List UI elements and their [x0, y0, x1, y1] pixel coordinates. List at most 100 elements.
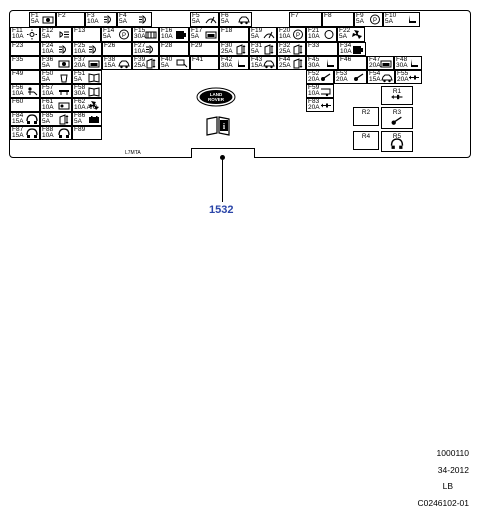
fuse-id: F52	[308, 70, 320, 77]
circle-p-icon: P	[369, 14, 381, 25]
fuse-id: F2	[58, 12, 66, 19]
window-icon	[264, 44, 274, 55]
circle-p-icon: P	[119, 29, 129, 40]
horn-icon	[26, 114, 38, 124]
fan-icon	[351, 29, 363, 40]
light-icon	[138, 14, 150, 25]
fuse-f35: F35	[10, 56, 40, 70]
fuse-rating: 25A	[279, 62, 291, 69]
callout-number: 1532	[209, 204, 234, 216]
fuse-id: F20	[279, 27, 291, 34]
fuse-id: F4	[119, 12, 127, 19]
horn-icon	[26, 128, 38, 138]
car-icon	[381, 72, 393, 83]
fuse-id: F24	[42, 42, 54, 49]
fuse-id: F10	[385, 12, 397, 19]
fuse-rating: 25A	[279, 48, 291, 55]
fuse-rating: 30A	[308, 62, 320, 69]
person-icon	[28, 87, 38, 96]
fuse-id: F32	[279, 42, 291, 49]
fuse-rating: 20A	[308, 76, 320, 83]
car-icon	[263, 60, 275, 69]
heater-icon	[145, 31, 157, 39]
fuse-id: F9	[356, 12, 364, 19]
fuse-rating: 5A	[191, 33, 199, 40]
relay-r3: R3	[381, 107, 413, 129]
fuse-id: F26	[104, 42, 116, 49]
seat-icon	[409, 15, 416, 23]
key-icon	[391, 116, 402, 125]
socket-icon	[352, 44, 364, 55]
headlamp-icon	[59, 31, 69, 38]
relay-id: R4	[361, 133, 371, 140]
fuse-rating: 30A	[396, 62, 408, 69]
fuse-id: F23	[12, 42, 24, 49]
seat-icon	[408, 58, 420, 69]
fuse-id: F86	[74, 112, 86, 119]
relay-r5: R5	[381, 131, 413, 152]
camera-icon	[42, 14, 54, 25]
box-icon	[380, 60, 392, 68]
fuse-id: F8	[324, 12, 332, 19]
fuse-rating: 10A	[308, 33, 320, 40]
horn-icon	[26, 114, 38, 125]
horn-icon	[26, 128, 38, 139]
seat-icon	[411, 59, 418, 67]
fuse-id: F87	[12, 126, 24, 133]
trailer-icon	[320, 86, 332, 97]
fuse-id: F46	[340, 56, 352, 63]
fuse-f46: F46	[338, 56, 367, 70]
trailer-icon	[321, 88, 331, 97]
book-icon	[88, 73, 100, 83]
fuse-id: F30	[221, 42, 233, 49]
sun-icon	[27, 29, 37, 40]
fuse-id: F25	[74, 42, 86, 49]
arrow-icon	[320, 100, 332, 111]
book-icon	[88, 72, 100, 83]
fuse-id: F18	[221, 27, 233, 34]
svg-text:P: P	[373, 18, 377, 24]
fuse-id: F61	[42, 98, 54, 105]
horn-icon	[390, 138, 404, 150]
fuse-rating: 10A	[74, 48, 86, 55]
fuse-rating: 10A	[340, 48, 352, 55]
socket-icon	[353, 46, 363, 54]
key-icon	[353, 72, 365, 83]
fuse-f2: F2	[56, 12, 85, 27]
fuse-f33: F33	[306, 42, 338, 56]
fuse-rating: 5A	[356, 18, 364, 25]
fuse-rating: 20A	[369, 62, 381, 69]
fuse-rating: 5A	[192, 18, 200, 25]
fuse-id: F62	[74, 98, 86, 105]
car-icon	[238, 14, 250, 25]
fuse-id: F15	[134, 27, 146, 34]
svg-text:P: P	[122, 33, 126, 39]
fuse-id: F55	[397, 70, 409, 77]
fuse-id: F41	[192, 56, 204, 63]
camera-icon	[58, 58, 70, 69]
arrow-icon	[408, 72, 420, 83]
fuse-f60: F60	[10, 98, 40, 112]
circle-icon	[324, 30, 334, 39]
fuse-rating: 15A	[104, 62, 116, 69]
